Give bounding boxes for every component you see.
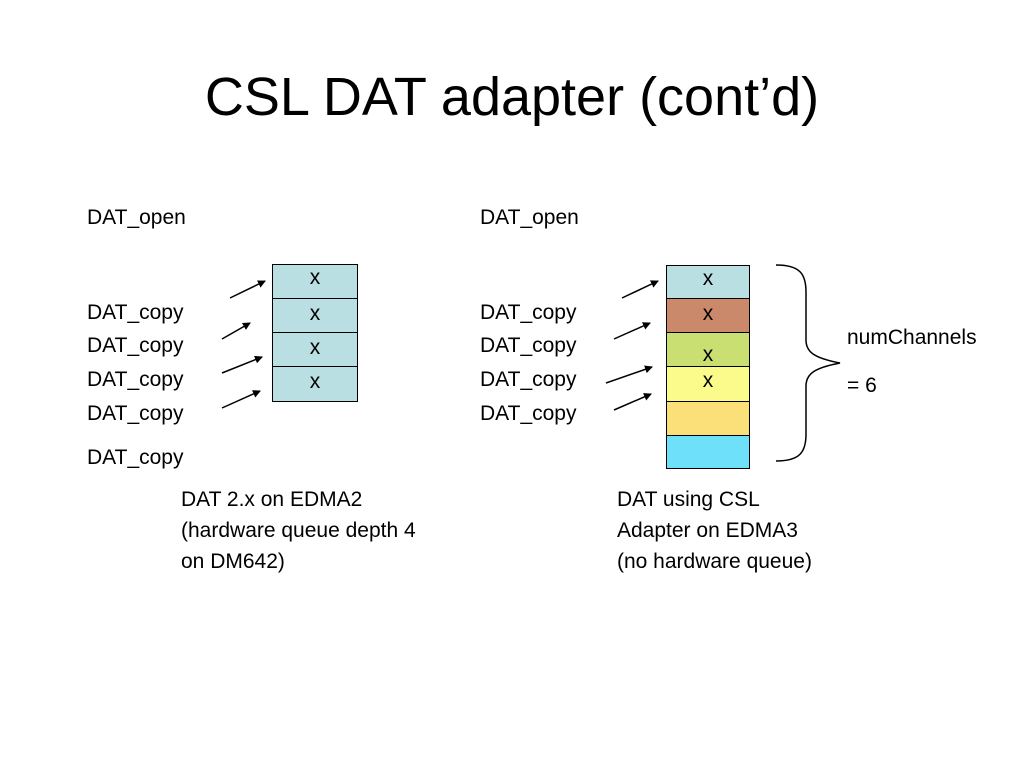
left-copy-label-5: DAT_copy (87, 446, 184, 469)
right-queue-slot: x (666, 366, 750, 402)
left-queue-slot: x (272, 264, 358, 299)
right-arrow (613, 322, 651, 340)
right-queue-slot (666, 401, 750, 436)
left-caption-line: on DM642) (181, 550, 285, 573)
right-copy-label-2: DAT_copy (480, 334, 577, 357)
left-arrow (229, 280, 266, 299)
right-open-label: DAT_open (480, 206, 579, 229)
left-open-label: DAT_open (87, 206, 186, 229)
right-copy-label-3: DAT_copy (480, 368, 577, 391)
left-caption-line: (hardware queue depth 4 (181, 519, 416, 542)
left-arrow (221, 390, 261, 409)
right-copy-label-4: DAT_copy (480, 402, 577, 425)
right-caption-line: DAT using CSL (617, 488, 760, 511)
right-arrow (621, 280, 659, 299)
num-channels-value: = 6 (847, 374, 877, 397)
left-copy-label-2: DAT_copy (87, 334, 184, 357)
right-queue-slot: x (666, 332, 750, 367)
right-copy-label-1: DAT_copy (480, 301, 577, 324)
left-copy-label-4: DAT_copy (87, 402, 184, 425)
right-caption: DAT using CSL Adapter on EDMA3 (no hardw… (617, 484, 812, 577)
left-caption-line: DAT 2.x on EDMA2 (181, 488, 363, 511)
num-channels-brace (775, 264, 841, 462)
slide-title: CSL DAT adapter (cont’d) (204, 67, 820, 127)
right-caption-line: (no hardware queue) (617, 550, 812, 573)
left-caption: DAT 2.x on EDMA2 (hardware queue depth 4… (181, 484, 416, 577)
left-copy-label-1: DAT_copy (87, 301, 184, 324)
left-copy-label-3: DAT_copy (87, 368, 184, 391)
num-channels-label: numChannels (847, 326, 977, 349)
left-arrow (221, 355, 263, 374)
left-arrow (221, 322, 251, 340)
right-arrow (613, 393, 652, 411)
left-queue-slot: x (272, 366, 358, 402)
right-caption-line: Adapter on EDMA3 (617, 519, 798, 542)
right-queue-slot (666, 435, 750, 469)
right-queue-slot: x (666, 265, 750, 299)
right-arrow (605, 365, 653, 384)
